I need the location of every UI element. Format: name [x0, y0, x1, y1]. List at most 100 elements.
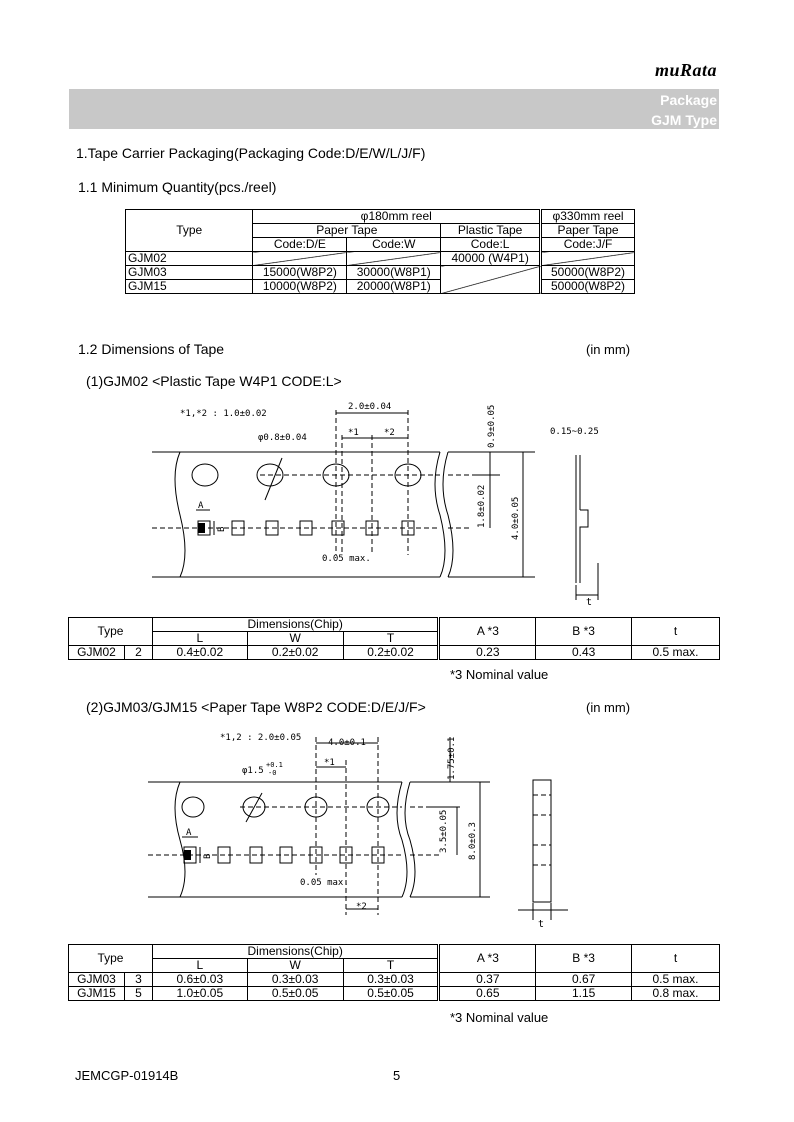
cell-type: GJM03: [68, 972, 125, 987]
page-title-type: GJM Type: [651, 112, 717, 128]
col-dims: Dimensions(Chip): [151, 944, 441, 959]
dim-v1-2: 1.75±0.1: [447, 737, 457, 780]
col-paper-tape: Paper Tape: [252, 223, 442, 238]
table-row: GJM15 5 1.0±0.05 0.5±0.05 0.5±0.05 0.65 …: [68, 986, 720, 1001]
chip-dims-table-gjm02: Type Dimensions(Chip) A *3 B *3 t L W T …: [68, 617, 720, 660]
cell-w: 0.2±0.02: [246, 645, 344, 660]
col-type: Type: [124, 209, 254, 252]
table-row: GJM02 2 0.4±0.02 0.2±0.02 0.2±0.02 0.23 …: [68, 645, 720, 660]
cell-t-dim: 0.3±0.03: [342, 972, 441, 987]
cell-t: 0.5 max.: [631, 972, 720, 987]
table-row: GJM03 3 0.6±0.03 0.3±0.03 0.3±0.03 0.37 …: [68, 972, 720, 987]
cell-qty: 15000(W8P2): [252, 265, 348, 280]
cell-w: 0.3±0.03: [246, 972, 344, 987]
page-title-package: Package: [660, 92, 717, 108]
col-dims: Dimensions(Chip): [151, 617, 441, 632]
chip-dims-table-gjm03-gjm15: Type Dimensions(Chip) A *3 B *3 t L W T …: [68, 944, 720, 1001]
tape-diagram-gjm03-gjm15: *1,2 : 2.0±0.05 4.0±0.1 φ1.5 +0.1 -0 *1 …: [148, 733, 568, 930]
cell-empty: [440, 265, 543, 294]
col-t-dim: T: [342, 958, 441, 973]
cell-code: 2: [123, 645, 153, 660]
page-number: 5: [393, 1068, 401, 1083]
section-heading-1-2: 1.2 Dimensions of Tape: [78, 341, 225, 357]
col-b: B *3: [535, 617, 633, 646]
t-label-2: t: [538, 919, 544, 930]
col-t: t: [631, 617, 720, 646]
cell-type: GJM03: [124, 265, 254, 280]
tape-note: *1,*2 : 1.0±0.02: [180, 409, 267, 419]
col-plastic-tape: Plastic Tape: [440, 223, 543, 238]
cell-a: 0.37: [438, 972, 537, 987]
max-label-2: 0.05 max.: [300, 878, 349, 888]
tape-note-2: *1,2 : 2.0±0.05: [220, 733, 301, 743]
nominal-note-2: *3 Nominal value: [450, 1010, 549, 1025]
subheading-gjm03-gjm15: (2)GJM03/GJM15 <Paper Tape W8P2 CODE:D/E…: [86, 699, 426, 715]
col-code-w: Code:W: [346, 237, 442, 252]
star2-label-2: *2: [356, 902, 367, 912]
dim-v3: 4.0±0.05: [511, 497, 521, 540]
a-label: A: [198, 501, 204, 511]
document-number: JEMCGP-01914B: [75, 1068, 179, 1083]
cell-b: 0.67: [535, 972, 633, 987]
col-reel-330: φ330mm reel: [540, 209, 635, 224]
cell-t-dim: 0.5±0.05: [342, 986, 441, 1001]
cell-t: 0.8 max.: [631, 986, 720, 1001]
hole-label-2: φ1.5: [242, 766, 264, 776]
cell-a: 0.23: [438, 645, 537, 660]
t-label: t: [586, 597, 592, 608]
dim-v2: 1.8±0.02: [477, 485, 487, 528]
cell-type: GJM02: [68, 645, 125, 660]
title-band: [69, 89, 719, 129]
cell-b: 0.43: [535, 645, 633, 660]
col-type: Type: [68, 617, 153, 646]
cell-qty: 20000(W8P1): [346, 279, 442, 294]
col-code-jf: Code:J/F: [540, 237, 635, 252]
cell-l: 1.0±0.05: [151, 986, 248, 1001]
cell-t: 0.5 max.: [631, 645, 720, 660]
cell-b: 1.15: [535, 986, 633, 1001]
cell-qty: 50000(W8P2): [540, 279, 635, 294]
cell-empty: [540, 251, 635, 266]
table-row: GJM03 15000(W8P2) 30000(W8P1) 50000(W8P2…: [124, 265, 635, 294]
tape-diagram-gjm02: *1,*2 : 1.0±0.02 2.0±0.04 φ0.8±0.04 *1 *…: [152, 402, 599, 608]
col-paper-tape-330: Paper Tape: [540, 223, 635, 238]
cell-code: 5: [123, 986, 153, 1001]
col-type: Type: [68, 944, 153, 973]
hole-label: φ0.8±0.04: [258, 433, 307, 443]
max-label: 0.05 max.: [322, 554, 371, 564]
star1-label-2: *1: [324, 758, 335, 768]
cell-type: GJM15: [124, 279, 254, 294]
col-w: W: [246, 631, 344, 646]
col-t-dim: T: [342, 631, 441, 646]
cell-qty: 30000(W8P1): [346, 265, 442, 280]
dim-v1: 0.9±0.05: [487, 405, 497, 448]
cell-empty: [252, 251, 348, 266]
pitch-label-2: 4.0±0.1: [328, 738, 366, 748]
cell-empty: [346, 251, 442, 266]
star1-label: *1: [348, 428, 359, 438]
b-label: B: [217, 527, 227, 532]
table-row: GJM15 10000(W8P2) 20000(W8P1) 50000(W8P2…: [124, 279, 635, 294]
col-code-l: Code:L: [440, 237, 543, 252]
subheading-gjm02: (1)GJM02 <Plastic Tape W4P1 CODE:L>: [86, 373, 342, 389]
col-reel-180: φ180mm reel: [252, 209, 543, 224]
section-heading-1-1: 1.1 Minimum Quantity(pcs./reel): [78, 179, 277, 195]
col-l: L: [151, 631, 248, 646]
cell-code: 3: [123, 972, 153, 987]
star2-label: *2: [384, 428, 395, 438]
murata-logo: muRata: [654, 60, 717, 80]
cell-l: 0.6±0.03: [151, 972, 248, 987]
col-a: A *3: [438, 617, 537, 646]
unit-label: (in mm): [586, 342, 631, 357]
section-heading-1: 1.Tape Carrier Packaging(Packaging Code:…: [76, 145, 426, 161]
a-label-2: A: [186, 828, 192, 838]
unit-label-2: (in mm): [586, 700, 631, 715]
thickness-label: 0.15~0.25: [550, 427, 599, 437]
cell-qty: 10000(W8P2): [252, 279, 348, 294]
col-w: W: [246, 958, 344, 973]
cell-w: 0.5±0.05: [246, 986, 344, 1001]
hole-tol-up: +0.1: [266, 761, 283, 769]
hole-tol-dn: -0: [268, 769, 276, 777]
col-a: A *3: [438, 944, 537, 973]
cell-qty: 40000 (W4P1): [440, 251, 543, 266]
